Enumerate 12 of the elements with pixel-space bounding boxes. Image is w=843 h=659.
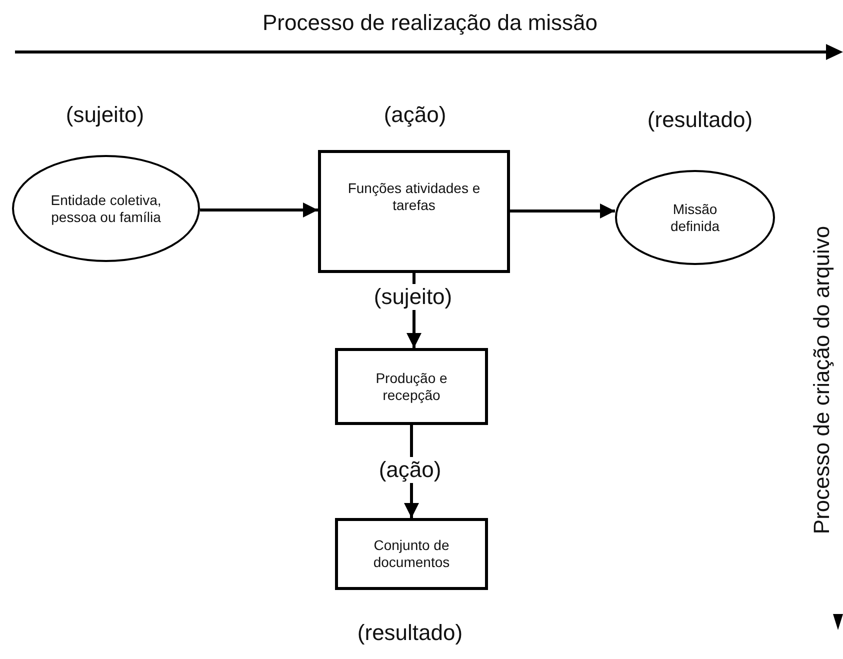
node-text: Entidade coletiva, pessoa ou família bbox=[50, 192, 162, 226]
ellipse-node bbox=[12, 155, 200, 262]
arrow bbox=[510, 204, 615, 218]
process-box bbox=[335, 348, 488, 425]
ellipse-node bbox=[615, 170, 775, 265]
process-box bbox=[318, 150, 510, 273]
node-text: Conjunto de documentos bbox=[372, 537, 451, 571]
arrow bbox=[200, 202, 318, 218]
node-text: Missão definida bbox=[669, 200, 721, 234]
process-box bbox=[335, 518, 488, 590]
node-text: Funções atividades e tarefas bbox=[346, 180, 482, 214]
node-text: Produção e recepção bbox=[374, 370, 448, 404]
